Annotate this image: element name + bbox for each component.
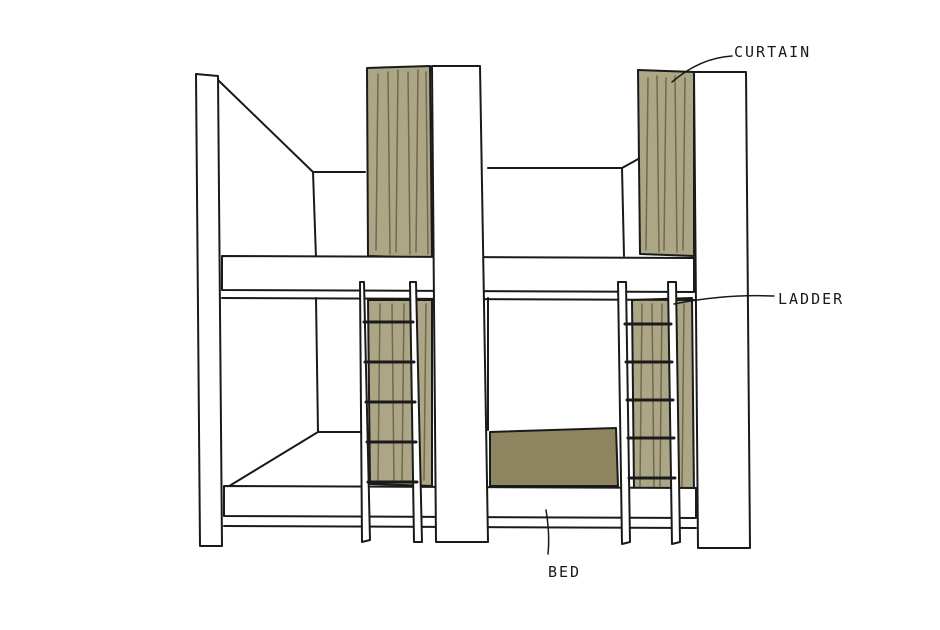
ladder-right [617,281,681,545]
back-wall-right [487,157,641,431]
curtain-right-lower [631,297,695,495]
back-wall-left [217,79,366,489]
callout-label-curtain: CURTAIN [734,43,812,61]
end-wall-right [693,71,751,549]
center-divider [431,65,489,543]
mattress-lower-right [489,427,619,487]
callout-label-ladder: LADDER [778,290,845,308]
end-wall-left [195,73,223,547]
curtain-left-lower [367,299,433,487]
leader-line-curtain [671,55,733,83]
callout-label-bed: BED [548,563,582,581]
leader-line-ladder [673,294,775,305]
leader-line-bed [545,509,550,555]
curtain-right-upper [637,69,695,257]
curtain-left-upper [366,65,433,259]
ladder-left [359,281,423,543]
